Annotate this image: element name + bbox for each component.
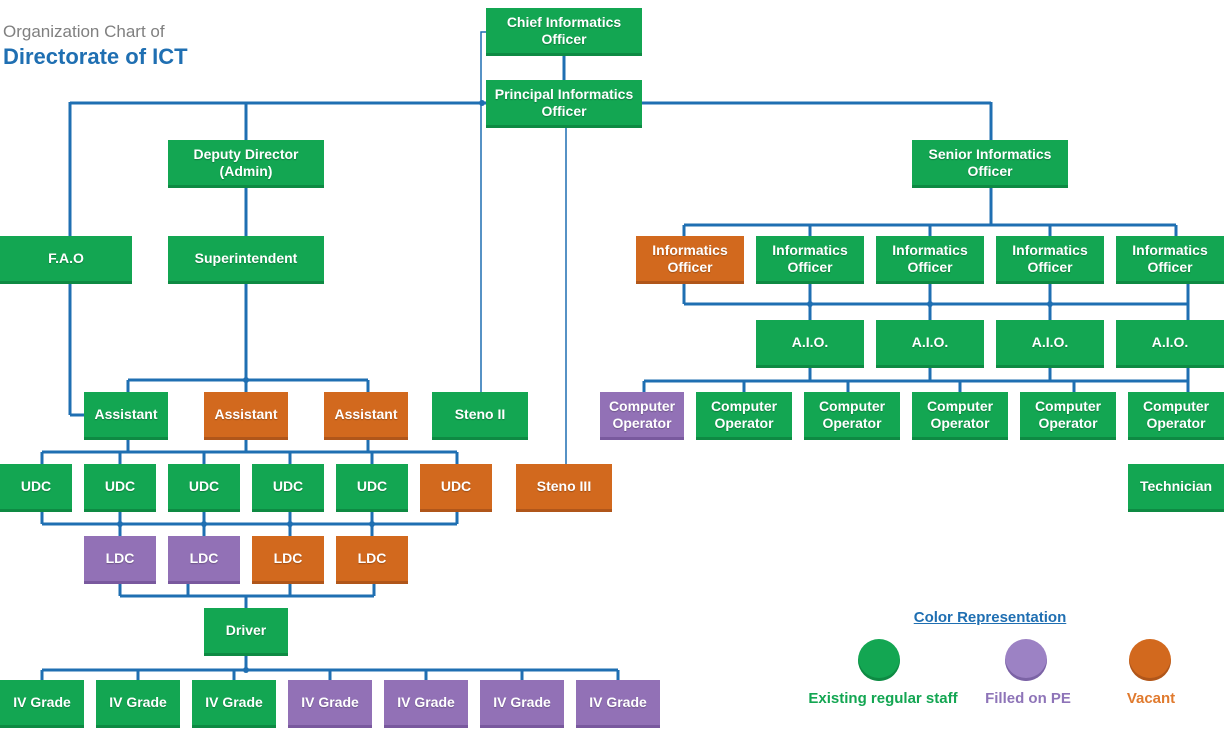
chart-title-line1: Organization Chart of <box>3 22 165 41</box>
node-udc: UDC <box>168 464 240 512</box>
node-computer-operator: Computer Operator <box>696 392 792 440</box>
node-computer-operator: Computer Operator <box>1128 392 1224 440</box>
node-iv-grade: IV Grade <box>480 680 564 728</box>
node-udc: UDC <box>252 464 324 512</box>
legend-existing-swatch <box>858 639 900 681</box>
node-fao: F.A.O <box>0 236 132 284</box>
legend-filled-label: Filled on PE <box>985 690 1071 707</box>
node-technician: Technician <box>1128 464 1224 512</box>
node-steno-ii: Steno II <box>432 392 528 440</box>
node-computer-operator: Computer Operator <box>600 392 684 440</box>
node-ldc: LDC <box>336 536 408 584</box>
node-driver: Driver <box>204 608 288 656</box>
node-udc: UDC <box>420 464 492 512</box>
node-iv-grade: IV Grade <box>96 680 180 728</box>
node-udc: UDC <box>84 464 156 512</box>
node-assistant: Assistant <box>84 392 168 440</box>
node-iv-grade: IV Grade <box>576 680 660 728</box>
node-informatics-officer: Informatics Officer <box>636 236 744 284</box>
node-iv-grade: IV Grade <box>192 680 276 728</box>
legend-vacant-label: Vacant <box>1126 690 1176 707</box>
legend-vacant-swatch <box>1129 639 1171 681</box>
node-udc: UDC <box>0 464 72 512</box>
node-iv-grade: IV Grade <box>384 680 468 728</box>
chart-title-line2: Directorate of ICT <box>3 44 188 69</box>
node-ldc: LDC <box>168 536 240 584</box>
node-principal-informatics-officer: Principal Informatics Officer <box>486 80 642 128</box>
node-iv-grade: IV Grade <box>288 680 372 728</box>
node-superintendent: Superintendent <box>168 236 324 284</box>
node-assistant: Assistant <box>204 392 288 440</box>
node-aio: A.I.O. <box>996 320 1104 368</box>
node-informatics-officer: Informatics Officer <box>876 236 984 284</box>
legend-filled-swatch <box>1005 639 1047 681</box>
node-informatics-officer: Informatics Officer <box>1116 236 1224 284</box>
node-informatics-officer: Informatics Officer <box>996 236 1104 284</box>
node-computer-operator: Computer Operator <box>804 392 900 440</box>
node-computer-operator: Computer Operator <box>912 392 1008 440</box>
node-deputy-director-admin: Deputy Director (Admin) <box>168 140 324 188</box>
node-assistant: Assistant <box>324 392 408 440</box>
legend-title: Color Representation <box>913 609 1067 626</box>
node-ldc: LDC <box>84 536 156 584</box>
node-informatics-officer: Informatics Officer <box>756 236 864 284</box>
node-udc: UDC <box>336 464 408 512</box>
node-aio: A.I.O. <box>756 320 864 368</box>
node-chief-informatics-officer: Chief Informatics Officer <box>486 8 642 56</box>
node-aio: A.I.O. <box>876 320 984 368</box>
node-aio: A.I.O. <box>1116 320 1224 368</box>
legend-existing-label: Existing regular staff <box>808 690 958 707</box>
node-steno-iii: Steno III <box>516 464 612 512</box>
node-computer-operator: Computer Operator <box>1020 392 1116 440</box>
node-senior-informatics-officer: Senior Informatics Officer <box>912 140 1068 188</box>
node-ldc: LDC <box>252 536 324 584</box>
node-iv-grade: IV Grade <box>0 680 84 728</box>
